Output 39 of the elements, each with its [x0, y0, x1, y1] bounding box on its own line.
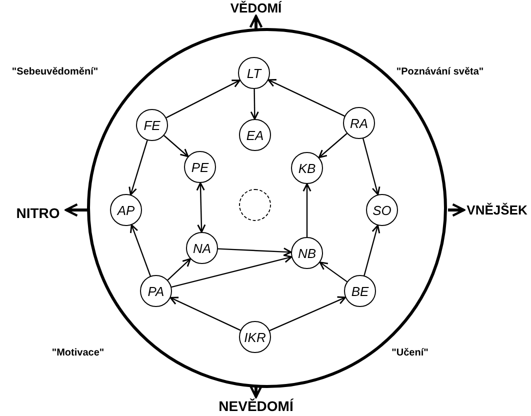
node-circle: PA: [140, 275, 172, 307]
arrow: [196, 182, 206, 233]
arrow: [269, 296, 346, 332]
axis-label: NITRO: [16, 205, 60, 221]
node-circle: NA: [186, 232, 218, 264]
arrow: [302, 183, 312, 237]
node-circle: SO: [366, 194, 398, 226]
quadrant-label: "Sebeuvědomění": [12, 66, 98, 78]
axis-label: NEVĚDOMÍ: [218, 398, 294, 414]
node-circle: KB: [291, 152, 323, 184]
arrow: [167, 258, 192, 281]
node-circle: AP: [110, 194, 142, 226]
arrow: [128, 140, 148, 196]
quadrant-label: "Poznávání světa": [396, 66, 484, 78]
arrow: [170, 296, 241, 331]
node-circle: LT: [238, 57, 270, 89]
arrow: [218, 248, 292, 256]
quadrant-label: "Učení": [392, 348, 428, 358]
arrow: [130, 224, 151, 276]
node-circle: RA: [343, 107, 375, 139]
axis-label: VNĚJŠEK: [466, 202, 528, 218]
arrow: [164, 135, 189, 158]
arrow: [318, 133, 348, 158]
arrow: [362, 138, 380, 196]
arrow: [364, 224, 380, 276]
node-circle: PE: [184, 151, 216, 183]
quadrant-label: "Motivace": [52, 348, 104, 358]
arrow: [250, 89, 259, 120]
node-circle: EA: [239, 119, 271, 151]
arrow: [268, 79, 345, 117]
node-circle: BE: [344, 275, 376, 307]
node-circle: IKR: [239, 321, 271, 353]
node-circle: FE: [136, 109, 168, 141]
arrow: [171, 254, 292, 288]
node-circle: NB: [291, 237, 323, 269]
arrow: [319, 262, 348, 282]
empty-circle: [239, 189, 271, 221]
arrow: [166, 80, 240, 118]
axis-label: VĚDOMÍ: [230, 0, 282, 16]
